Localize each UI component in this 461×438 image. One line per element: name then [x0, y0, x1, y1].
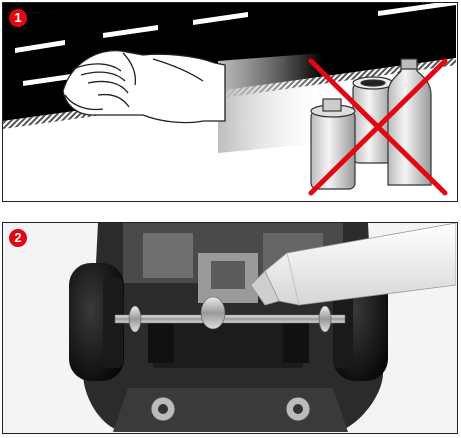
- step-2-panel: 2: [2, 222, 458, 434]
- hand-with-cloth-icon: [62, 49, 226, 124]
- left-wheel: [69, 263, 124, 381]
- chassis-screws: [150, 396, 311, 422]
- front-axle: [114, 296, 346, 333]
- step-1-illustration: [3, 3, 456, 196]
- oil-tube-icon: [250, 223, 456, 306]
- step-2-badge: 2: [9, 229, 27, 247]
- step-2-illustration: [69, 223, 456, 432]
- prohibited-cross-icon: [308, 58, 448, 196]
- step-1-badge: 1: [9, 9, 27, 27]
- step-1-panel: 1: [2, 2, 458, 202]
- track-lane-markings: [15, 3, 456, 86]
